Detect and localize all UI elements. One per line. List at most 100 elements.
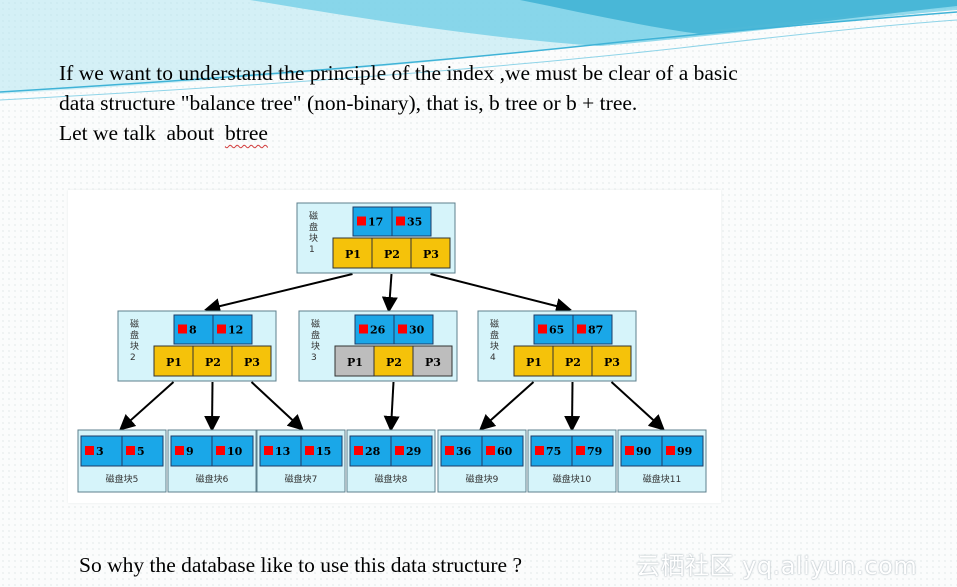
pointer-cell-P1 <box>334 345 375 377</box>
disk-block-label: 磁盘块10 <box>553 473 592 485</box>
disk-block-l6: 9 10 磁盘块6 <box>167 429 257 493</box>
pointer-label-P1: P1 <box>166 356 182 369</box>
pointer-label-P2: P2 <box>205 356 221 369</box>
disk-block-label: 磁盘块7 <box>285 473 318 485</box>
edge-b4-l11 <box>610 381 665 431</box>
key-3-marker <box>85 446 94 455</box>
pointer-cell-P3 <box>231 345 272 377</box>
pointer-label-P2: P2 <box>565 356 581 369</box>
disk-block-l10: 75 79 磁盘块10 <box>527 429 617 493</box>
closing-question: So why the database like to use this dat… <box>79 553 523 577</box>
key-28-value: 28 <box>365 445 381 458</box>
disk-block-label-char: 盘 <box>309 221 318 233</box>
pointer-cell-P2 <box>373 345 414 377</box>
disk-block-label-char: 磁 <box>309 210 318 222</box>
key-90-marker <box>625 446 634 455</box>
key-28-marker <box>354 446 363 455</box>
pointer-label-P2: P2 <box>384 248 400 261</box>
key-5-value: 5 <box>137 445 145 458</box>
key-29-value: 29 <box>406 445 421 458</box>
watermark: 云栖社区 yq.aliyun.com <box>636 552 918 580</box>
intro-line-3-prefix: Let we talk about <box>59 121 225 145</box>
key-79-value: 79 <box>587 445 602 458</box>
intro-line-2: data structure "balance tree" (non-binar… <box>59 91 638 115</box>
key-90-value: 90 <box>636 445 652 458</box>
edge-b4-l9 <box>479 381 535 431</box>
pointer-label-P3: P3 <box>425 356 441 369</box>
key-99-value: 99 <box>677 445 692 458</box>
key-29-marker <box>395 446 404 455</box>
disk-block-label-char: 盘 <box>311 329 320 341</box>
key-75-marker <box>535 446 544 455</box>
edge-b3-l8 <box>383 381 400 432</box>
key-75-value: 75 <box>546 445 561 458</box>
disk-block-label-char: 块 <box>490 340 499 352</box>
disk-block-label: 磁盘块1 <box>309 210 318 255</box>
key-35-marker <box>396 216 405 226</box>
key-13-marker <box>264 446 273 455</box>
disk-block-l5: 3 5 磁盘块5 <box>77 429 167 493</box>
intro-line-1: If we want to understand the principle o… <box>59 61 738 85</box>
disk-block-label: 磁盘块9 <box>466 473 499 485</box>
pointer-label-P3: P3 <box>604 356 620 369</box>
header-wave-decoration <box>0 0 957 101</box>
key-36-value: 36 <box>456 445 472 458</box>
pointer-label-P1: P1 <box>347 356 363 369</box>
key-12-marker <box>217 324 226 334</box>
key-26-marker <box>359 324 368 334</box>
key-60-value: 60 <box>497 445 513 458</box>
key-87-value: 87 <box>588 324 603 337</box>
pointer-label-P2: P2 <box>386 356 402 369</box>
key-79-marker <box>576 446 585 455</box>
edge-b2-l5 <box>119 381 175 431</box>
key-3-value: 3 <box>96 445 104 458</box>
key-65-value: 65 <box>549 324 564 337</box>
disk-block-label-char: 块 <box>130 340 139 352</box>
pointer-label-P3: P3 <box>423 248 439 261</box>
key-17-marker <box>357 216 366 226</box>
disk-block-label-char: 1 <box>309 245 315 255</box>
edge-b2-l6 <box>204 381 221 432</box>
edge-b4-l10 <box>564 381 581 432</box>
key-10-value: 10 <box>227 445 243 458</box>
key-15-marker <box>305 446 314 455</box>
key-8-value: 8 <box>189 324 197 337</box>
disk-block-label: 磁盘块6 <box>196 473 229 485</box>
key-30-value: 30 <box>409 324 425 337</box>
key-9-value: 9 <box>186 445 194 458</box>
intro-line-3: Let we talk about btree <box>59 118 939 148</box>
disk-block-label-char: 盘 <box>130 329 139 341</box>
pointer-cell-P1 <box>513 345 554 377</box>
disk-block-label-char: 盘 <box>490 329 499 341</box>
key-65-marker <box>538 324 547 334</box>
disk-block-label: 磁盘块5 <box>106 473 139 485</box>
key-26-value: 26 <box>370 324 386 337</box>
edge-root-b2 <box>204 273 353 314</box>
key-9-marker <box>175 446 184 455</box>
key-35-value: 35 <box>407 216 422 229</box>
disk-block-l9: 36 60 磁盘块9 <box>437 429 527 493</box>
key-99-marker <box>666 446 675 455</box>
pointer-label-P1: P1 <box>345 248 361 261</box>
disk-block-label-char: 块 <box>311 340 320 352</box>
key-15-value: 15 <box>316 445 331 458</box>
disk-block-label-char: 块 <box>309 232 318 244</box>
edge-root-b4 <box>430 273 572 314</box>
disk-block-label-char: 磁 <box>311 318 320 330</box>
pointer-label-P1: P1 <box>526 356 542 369</box>
key-12-value: 12 <box>228 324 243 337</box>
disk-block-label-char: 磁 <box>490 318 499 330</box>
pointer-cell-P3 <box>412 345 453 377</box>
edge-b2-l7 <box>250 381 304 431</box>
btree-word: btree <box>224 121 268 145</box>
